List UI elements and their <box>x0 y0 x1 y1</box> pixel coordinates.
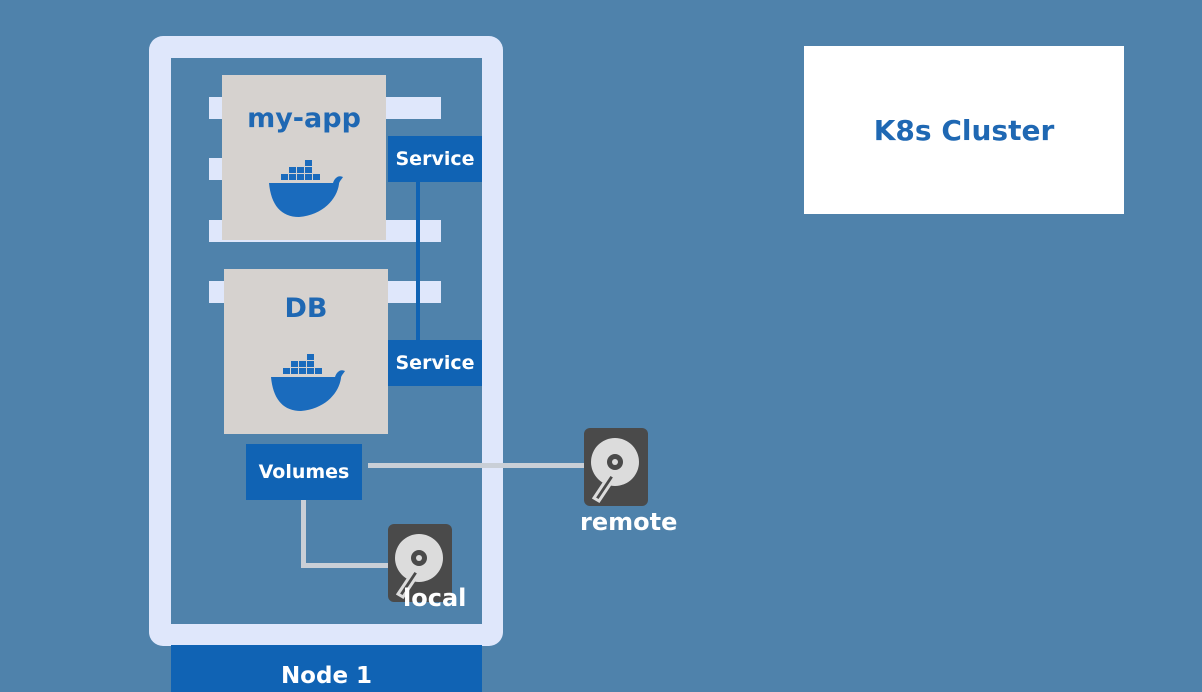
pod-label: my-app <box>247 103 361 134</box>
pod-db: DB <box>224 269 388 434</box>
pod-my-app: my-app <box>222 75 386 240</box>
docker-whale-icon <box>269 160 343 217</box>
service-my-app[interactable]: Service <box>388 136 482 182</box>
local-connection-line <box>301 563 391 568</box>
hard-disk-icon <box>584 428 648 506</box>
node-label: Node 1 <box>171 645 482 692</box>
local-storage-label: local <box>403 584 467 612</box>
pod-label: DB <box>284 293 328 324</box>
service-connection-line <box>416 180 420 340</box>
cluster-label-box: K8s Cluster <box>804 46 1124 214</box>
hard-disk-icon <box>388 524 452 602</box>
service-db[interactable]: Service <box>388 340 482 386</box>
local-connection-line <box>301 500 306 568</box>
remote-storage-label: remote <box>580 508 678 536</box>
remote-connection-line <box>368 463 584 468</box>
volumes-box[interactable]: Volumes <box>246 444 362 500</box>
docker-whale-icon <box>271 354 345 411</box>
